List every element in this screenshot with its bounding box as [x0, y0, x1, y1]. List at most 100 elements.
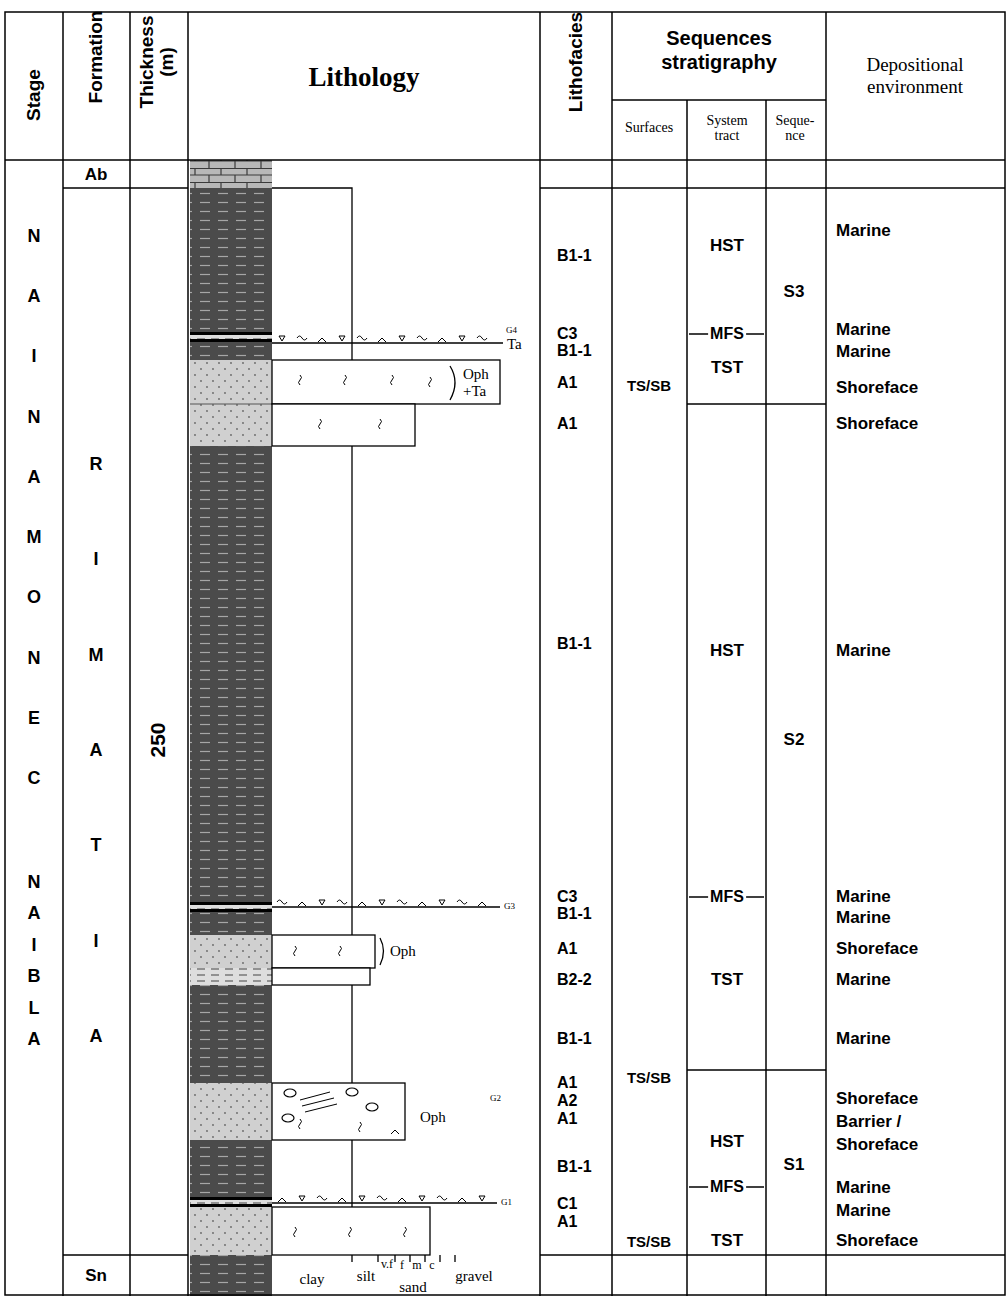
environment-label: Marine: [836, 1201, 891, 1221]
lithofacies-code: B2-2: [557, 972, 592, 988]
environment-label: Shoreface: [836, 939, 918, 959]
sediment-symbol: [294, 946, 297, 956]
grain-size-scale: sand: [399, 1279, 427, 1296]
lithofacies-code: A1: [557, 1075, 577, 1091]
lithofacies-code: A1: [557, 416, 577, 432]
surface-label: TS/SB: [627, 1233, 671, 1250]
stacked-letter: L: [29, 998, 40, 1016]
stacked-letter: A: [28, 904, 41, 922]
stacked-letter: I: [93, 550, 98, 568]
grain-size-scale: clay: [300, 1271, 325, 1288]
environment-label: Shoreface: [836, 1231, 918, 1251]
lithofacies-code: C3: [557, 889, 577, 905]
grain-size-scale: v.f: [381, 1257, 393, 1272]
sediment-symbol: [399, 336, 405, 341]
environment-label: Shoreface: [836, 414, 918, 434]
bed-annotation: Oph +Ta: [463, 366, 489, 399]
environment-label: Marine: [836, 1029, 891, 1049]
stage-name: ALBIAN: [28, 873, 41, 1048]
stacked-letter: A: [90, 1027, 103, 1045]
bed-marker: G3: [504, 901, 515, 911]
sediment-symbol: [359, 1122, 362, 1132]
environment-label: Marine: [836, 1178, 891, 1198]
stage-name: AITAMIR: [89, 455, 104, 1045]
table-grid: [5, 12, 1005, 1296]
sediment-symbol: [358, 902, 366, 906]
column-header: Sequences stratigraphy: [629, 26, 809, 74]
lithofacies-code: B1-1: [557, 343, 592, 359]
stacked-letter: I: [31, 347, 36, 365]
bed-annotation: Oph: [390, 943, 416, 960]
sediment-symbol: [457, 900, 467, 904]
sediment-symbol: [477, 336, 487, 340]
environment-label: Marine: [836, 641, 891, 661]
system-tract: MFS: [708, 888, 746, 906]
sediment-symbol: [417, 336, 427, 340]
bed-annotation: Ta: [507, 336, 522, 353]
stacked-letter: A: [28, 468, 41, 486]
lithofacies-code: B1-1: [557, 248, 592, 264]
sediment-symbol: [277, 900, 287, 904]
sediment-symbol: [338, 1198, 346, 1202]
environment-label: Marine: [836, 221, 891, 241]
column-header: Formation: [85, 11, 107, 104]
sediment-symbol: [379, 900, 385, 905]
stacked-letter: A: [90, 741, 103, 759]
lithofacies-code: C3: [557, 326, 577, 342]
sediment-symbol: [319, 419, 322, 429]
sediment-symbol: [319, 900, 325, 905]
lithofacies-code: B1-1: [557, 1031, 592, 1047]
system-tract: HST: [710, 641, 744, 661]
environment-label: Shoreface: [836, 1135, 918, 1155]
lithofacies-code: A1: [557, 1214, 577, 1230]
system-tract: TST: [711, 358, 743, 378]
column-header: Lithology: [308, 62, 419, 93]
sediment-symbol: [294, 1227, 297, 1237]
stage-name: CENOMANIAN: [27, 227, 42, 787]
system-tract: TST: [711, 970, 743, 990]
bed-marker: G1: [501, 1197, 512, 1207]
grain-size-scale: silt: [357, 1268, 375, 1285]
stacked-letter: M: [27, 528, 42, 546]
grain-size-scale: m: [412, 1258, 421, 1273]
system-tract: HST: [710, 236, 744, 256]
sediment-symbol: [459, 336, 465, 341]
stacked-letter: N: [28, 873, 41, 891]
environment-label: Marine: [836, 970, 891, 990]
stacked-letter: E: [28, 709, 40, 727]
stacked-letter: I: [31, 935, 36, 953]
system-tract: MFS: [708, 1178, 746, 1196]
sub-header: Surfaces: [625, 120, 673, 136]
sediment-symbol: [398, 1198, 406, 1202]
grain-size-scale: c: [429, 1258, 434, 1273]
sediment-symbol: [419, 1196, 425, 1201]
sediment-symbol: [479, 1196, 485, 1201]
thickness-value: 250: [146, 722, 170, 757]
sediment-symbol: [299, 375, 302, 385]
grain-size-scale: gravel: [455, 1268, 492, 1285]
sediment-symbol: [317, 1196, 327, 1200]
surface-label: TS/SB: [627, 1069, 671, 1086]
sediment-symbol: [404, 1227, 407, 1237]
sediment-symbol: [429, 377, 432, 387]
lithofacies-code: B1-1: [557, 906, 592, 922]
lithofacies-code: A1: [557, 375, 577, 391]
column-header: Depositional environment: [829, 54, 1001, 98]
sediment-symbol: [478, 902, 486, 906]
sediment-symbol: [339, 336, 345, 341]
environment-label: Marine: [836, 908, 891, 928]
sediment-symbol: [391, 1130, 399, 1134]
lithofacies-code: C1: [557, 1196, 577, 1212]
system-tract: S3: [784, 282, 805, 302]
column-header: Lithofacies: [565, 12, 587, 112]
formation-name: Sn: [85, 1266, 107, 1286]
formation-name: Ab: [85, 165, 108, 185]
system-tract: HST: [710, 1132, 744, 1152]
sediment-symbol: [418, 902, 426, 906]
stacked-letter: I: [93, 932, 98, 950]
column-header: Thickness (m): [137, 16, 177, 109]
sediment-symbol: [337, 900, 347, 904]
lithology-fill: [190, 160, 272, 1296]
